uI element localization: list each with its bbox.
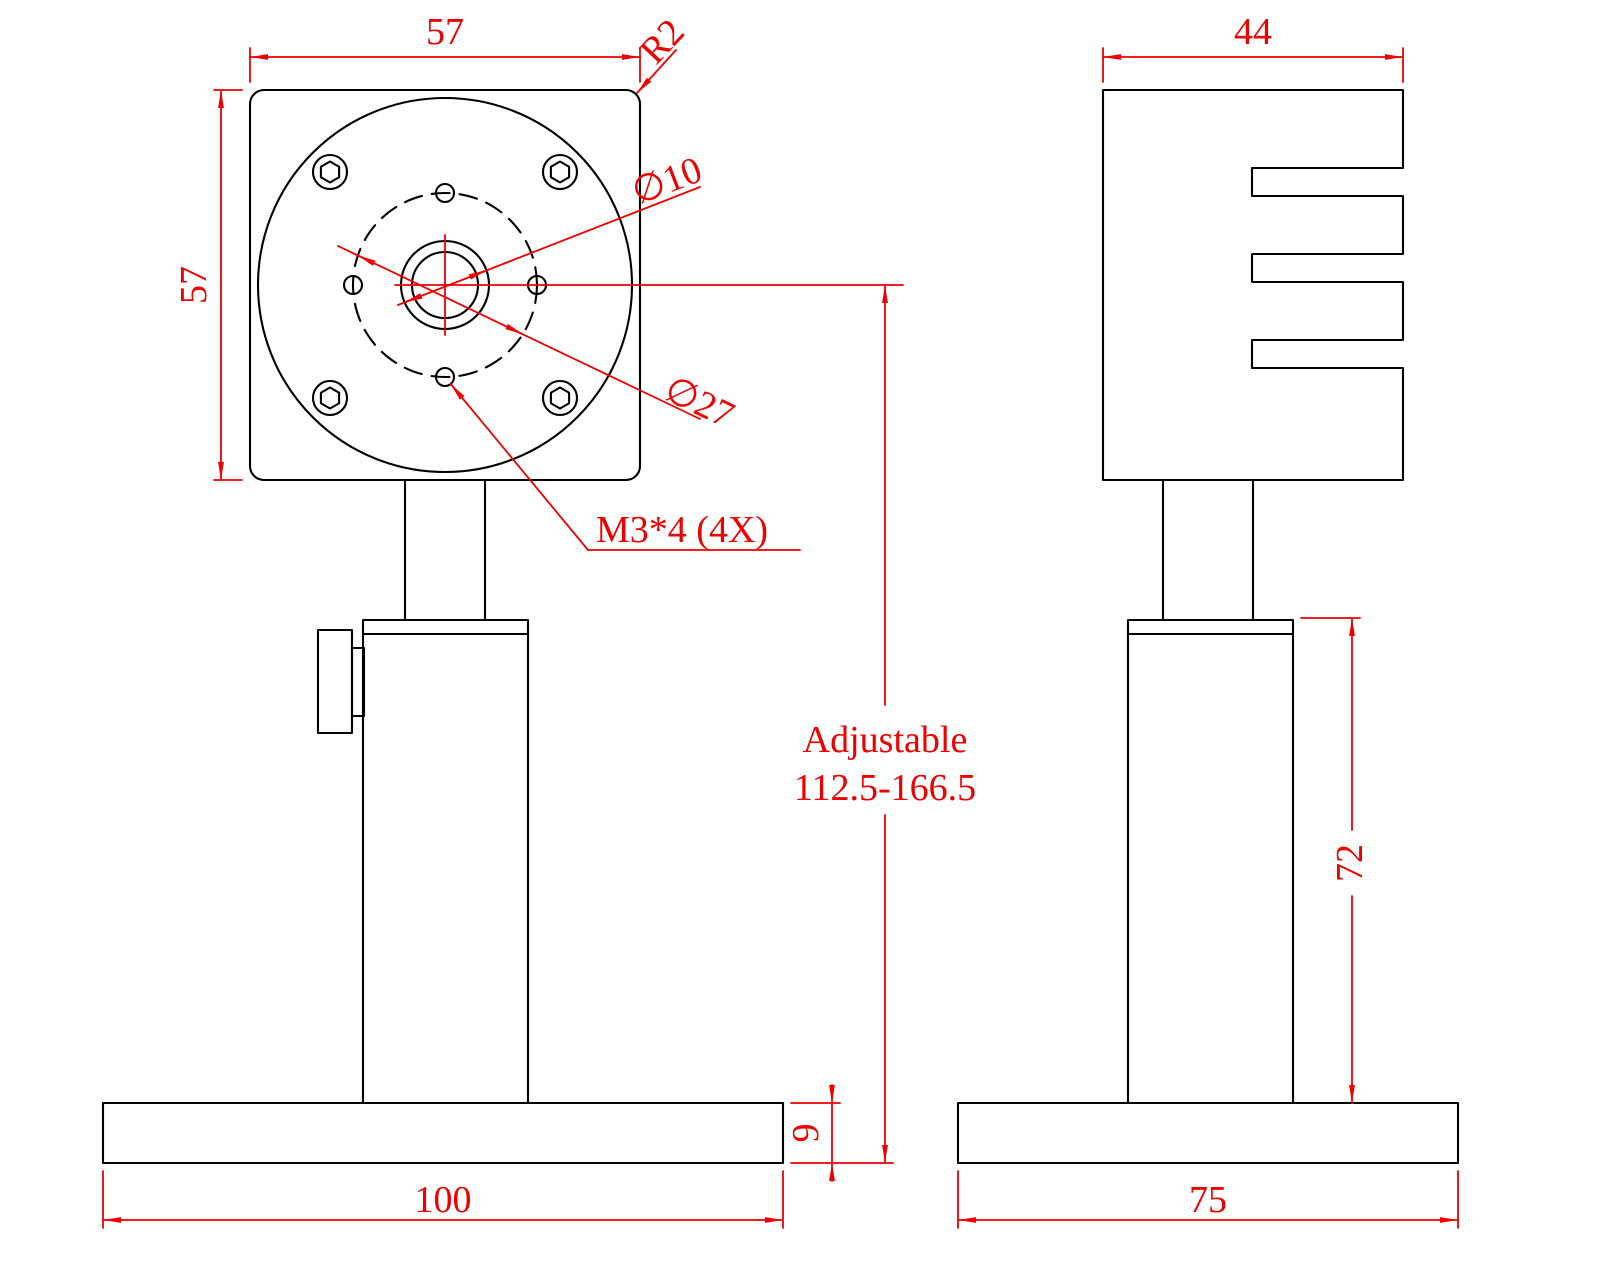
post-neck — [403, 478, 487, 622]
corner-screw — [541, 379, 579, 417]
dim-aperture-diameter-label: ∅10 — [626, 149, 707, 214]
corner-screw — [541, 153, 579, 191]
leader-line — [397, 186, 701, 306]
base-plate — [956, 1101, 1460, 1165]
dim-base-thickness-label: 9 — [785, 1124, 827, 1143]
corner-screw — [311, 379, 349, 417]
dim-adjustable-range-label: 112.5-166.5 — [794, 767, 976, 809]
mounting-hole — [434, 366, 456, 388]
dim-corner-radius-label: R2 — [632, 11, 693, 72]
dim-base-width-label: 100 — [415, 1179, 472, 1221]
dim-post-height-label: 72 — [1329, 844, 1371, 882]
mounting-hole — [434, 182, 456, 204]
post — [1126, 618, 1295, 1105]
mounting-hole — [342, 274, 364, 296]
dim-side-base-width-label: 75 — [1189, 1179, 1227, 1221]
heatsink-body — [1101, 88, 1405, 482]
post — [361, 618, 530, 1105]
clamp-shaft — [350, 646, 366, 718]
side-view-geometry — [956, 88, 1460, 1165]
dim-adjustable-label: Adjustable — [803, 719, 968, 761]
dim-head-width-label: 44 — [1234, 11, 1272, 53]
leader-line — [449, 383, 589, 551]
dimension-labels: 57 57 R2 ∅10 ∅27 M3*4 (4X) Adjustable 11… — [173, 11, 1371, 1221]
leader-line — [636, 49, 677, 94]
front-view-geometry — [101, 88, 785, 1165]
dim-mounting-holes-label: M3*4 (4X) — [596, 509, 768, 551]
dim-plate-width-label: 57 — [426, 11, 464, 53]
leader-arrow — [403, 293, 423, 304]
base-plate — [101, 1101, 785, 1165]
dimension-lines — [102, 47, 1459, 1229]
leader-arrow — [468, 269, 488, 280]
post-neck — [1161, 478, 1255, 622]
dim-bolt-circle-label: ∅27 — [658, 368, 740, 437]
leader-arrow — [505, 323, 524, 336]
corner-screw — [311, 153, 349, 191]
dim-plate-height-label: 57 — [173, 266, 215, 304]
leader-arrow — [357, 254, 376, 266]
clamp-knob — [316, 628, 354, 735]
